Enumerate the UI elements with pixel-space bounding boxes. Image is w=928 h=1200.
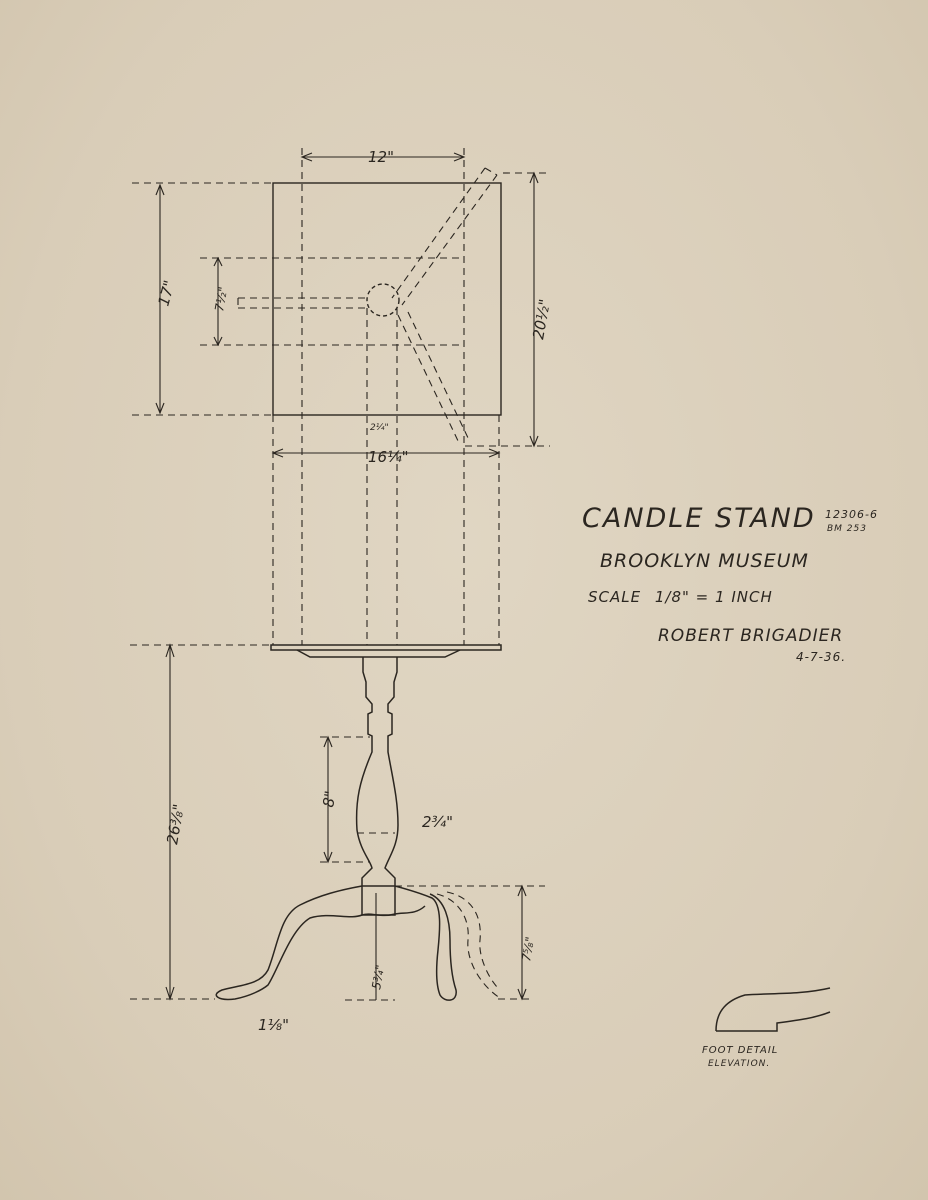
- drawing-date: 4-7-36.: [796, 650, 847, 664]
- scale-fraction: 1/8: [654, 588, 683, 606]
- scale-prefix: SCALE: [588, 588, 642, 606]
- catalog-number: 12306-6: [825, 508, 878, 521]
- dim-base-clearance: 5¾": [369, 964, 387, 991]
- scale-label: SCALE 1/8" = 1 INCH: [588, 588, 773, 606]
- dim-shaft-diameter: 2¾": [422, 813, 453, 831]
- museum-name: BROOKLYN MUSEUM: [600, 550, 809, 572]
- dim-shaft-length: 8": [319, 789, 340, 808]
- dim-overall-depth: 20½": [529, 298, 554, 341]
- catalog-sub: BM 253: [827, 524, 867, 534]
- dim-foot-height: 1⅛": [258, 1016, 289, 1034]
- tabletop-plan: [272, 182, 502, 416]
- dim-leg-height: 7⅝": [519, 936, 537, 963]
- dim-overall-width: 16¼": [368, 448, 409, 466]
- scale-suffix: " = 1 INCH: [682, 588, 773, 606]
- dim-hinge-width: 2¼": [370, 423, 389, 433]
- dim-top-width: 12": [368, 148, 394, 166]
- drawing-title: CANDLE STAND: [582, 503, 816, 534]
- dim-height: 26⅜": [163, 803, 188, 846]
- dim-inner-span: 7½": [212, 286, 230, 313]
- foot-detail-label: FOOT DETAIL: [702, 1045, 779, 1056]
- foot-detail-sublabel: ELEVATION.: [708, 1059, 771, 1069]
- dim-top-depth: 17": [154, 278, 178, 308]
- artist-name: ROBERT BRIGADIER: [658, 626, 844, 646]
